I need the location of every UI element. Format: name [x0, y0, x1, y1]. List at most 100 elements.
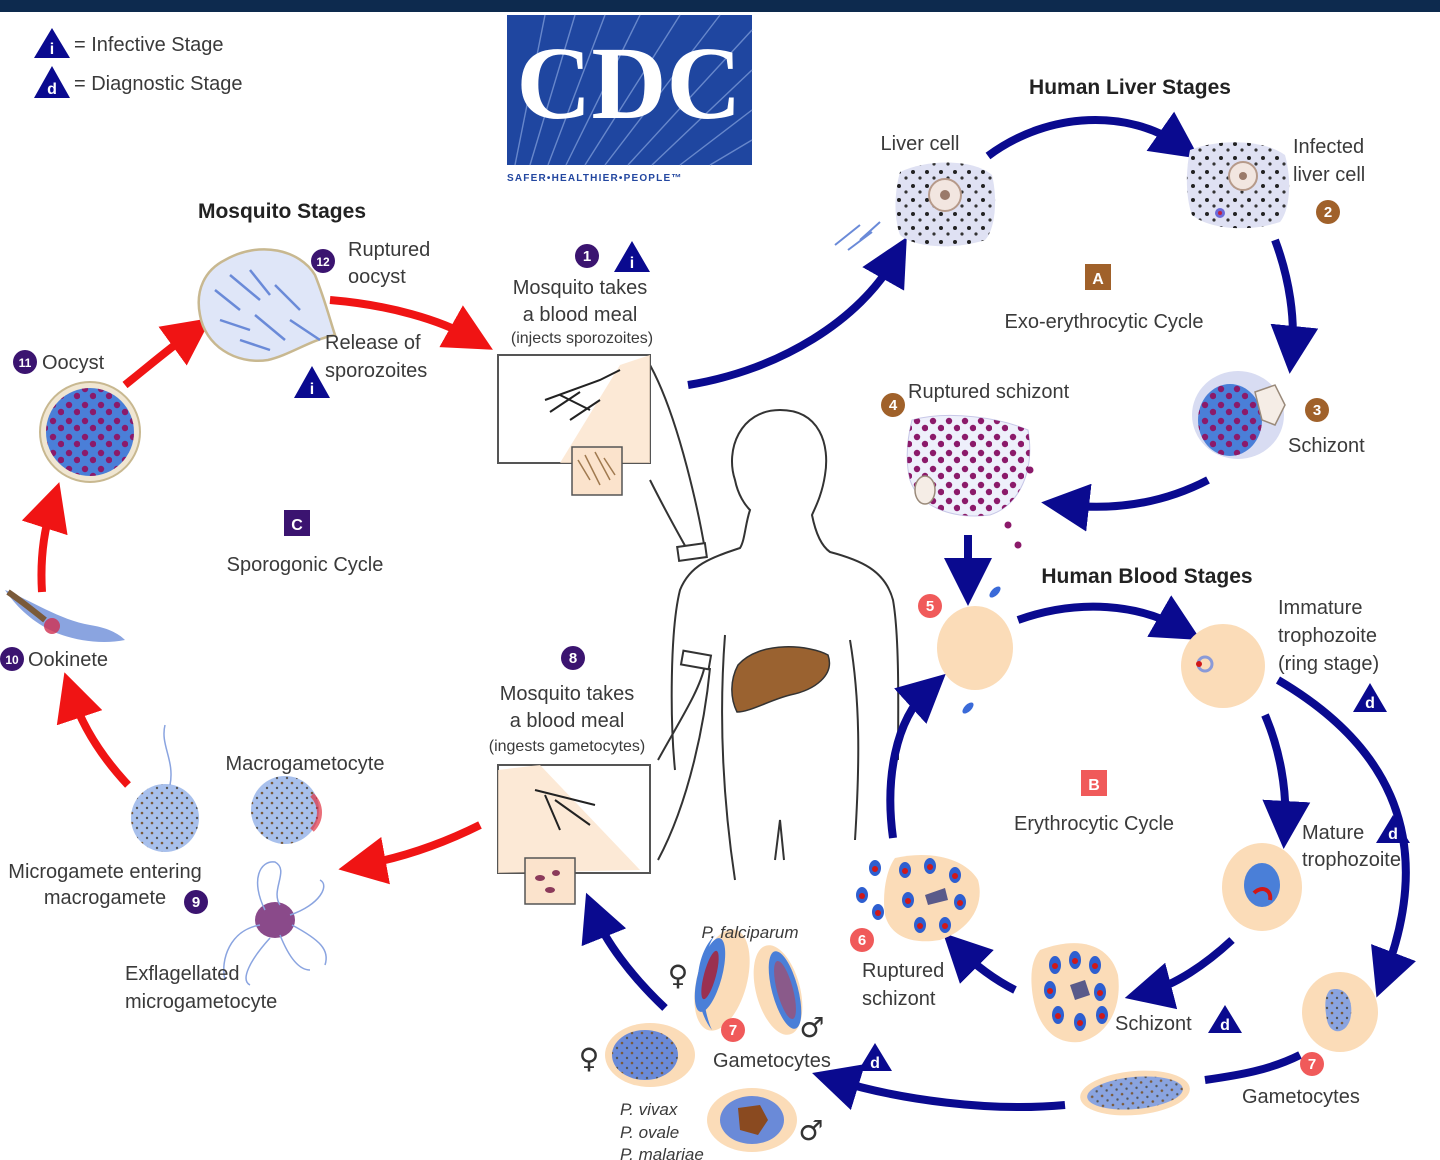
mosquito-icon	[534, 789, 596, 831]
legend-diagnostic: d = Diagnostic Stage	[34, 66, 242, 98]
release-label-line2: sporozoites	[325, 360, 427, 382]
svg-text:i: i	[630, 255, 634, 272]
arrow-ring-to-mature	[1261, 713, 1311, 849]
liver-stages-header: Human Liver Stages	[1029, 76, 1231, 99]
liver-cell	[834, 162, 996, 251]
arrow-mature-to-schizont	[1124, 937, 1235, 1010]
infective-triangle-icon	[34, 28, 70, 58]
diagnostic-symbol: d	[47, 81, 57, 98]
arrow-schizont-to-6	[943, 933, 1017, 994]
gametocyte-cell-right	[1302, 972, 1378, 1052]
svg-text:5: 5	[926, 598, 934, 615]
badge-11: 11	[13, 350, 37, 374]
blood-schizont-label: Schizont	[1115, 1013, 1192, 1035]
cycle-c-name: Sporogonic Cycle	[227, 554, 384, 576]
vivax-male-gametocyte	[707, 1088, 797, 1152]
svg-text:1: 1	[583, 248, 591, 265]
male-symbol-icon: ♂	[799, 1011, 824, 1044]
arrow-gametocytes-to-8	[581, 892, 668, 1011]
ring-label-line1: Immature	[1278, 597, 1362, 619]
arrow-10-to-11	[21, 482, 68, 593]
species-ovale: P. ovale	[620, 1123, 679, 1142]
badge-3: 3	[1305, 398, 1329, 422]
legend-infective: i = Infective Stage	[34, 28, 224, 58]
blood-stages-header: Human Blood Stages	[1041, 565, 1252, 588]
arrow-1-to-liver-cell	[687, 237, 907, 389]
svg-text:d: d	[1388, 826, 1398, 843]
falciparum-label: P. falciparum	[701, 923, 798, 942]
badge-12: 12	[311, 249, 335, 273]
arrow-8-to-9	[338, 821, 482, 885]
infective-legend-label: = Infective Stage	[74, 34, 224, 56]
ring-stage-trophozoite	[1181, 624, 1265, 708]
cycle-a-name: Exo-erythrocytic Cycle	[1005, 311, 1204, 333]
cycle-b-letter: B	[1088, 777, 1100, 794]
exflagellated-microgametocyte	[223, 861, 327, 986]
svg-text:12: 12	[316, 255, 330, 269]
cycle-b-name: Erythrocytic Cycle	[1014, 813, 1174, 835]
ruptured-oocyst	[197, 248, 337, 363]
ring-label-line2: trophozoite	[1278, 625, 1377, 647]
svg-text:d: d	[1220, 1017, 1230, 1034]
badge-4: 4	[881, 393, 905, 417]
arrow-3-to-4	[1041, 476, 1210, 532]
cycle-b-badge	[1081, 770, 1107, 796]
falciparum-female-gametocyte	[694, 929, 750, 1031]
bite-site-lower	[679, 649, 713, 671]
stage-1-label-line1: Mosquito takes	[513, 277, 648, 299]
cdc-tagline: SAFER•HEALTHIER•PEOPLE™	[507, 173, 683, 184]
stage-6-label-line2: schizont	[862, 988, 936, 1010]
ookinete	[5, 589, 125, 642]
cycle-a-badge	[1085, 264, 1111, 290]
ring-diagnostic-icon	[1353, 683, 1387, 712]
exflagellated-label-line2: microgametocyte	[125, 991, 277, 1013]
ring-label-line3: (ring stage)	[1278, 653, 1379, 675]
arrow-gametocyte-segment	[1204, 1051, 1302, 1084]
mature-label-line1: Mature	[1302, 822, 1364, 844]
stage-8-label-line3: (ingests gametocytes)	[489, 738, 646, 755]
species-malariae: P. malariae	[620, 1145, 704, 1160]
badge-7-center: 7	[721, 1018, 745, 1042]
badge-1: 1	[575, 244, 599, 268]
arrow-liver-cell-to-2	[985, 111, 1200, 160]
stage-1-label-line2: a blood meal	[523, 304, 638, 326]
svg-text:10: 10	[5, 653, 19, 667]
sporozoite-infective-icon	[294, 366, 330, 398]
female-symbol-icon: ♀	[668, 959, 689, 992]
vivax-female-gametocyte	[605, 1023, 695, 1087]
exflagellated-label-line1: Exflagellated	[125, 963, 240, 985]
svg-text:6: 6	[858, 932, 866, 949]
gametocytes-diagnostic-icon	[858, 1043, 892, 1071]
stage-10-label: Ookinete	[28, 649, 108, 671]
cycle-a-letter: A	[1092, 271, 1104, 288]
liver-cell-label: Liver cell	[881, 133, 960, 155]
microgamete-label-line1: Microgamete entering	[8, 861, 201, 883]
stage-7-center-label: Gametocytes	[713, 1050, 831, 1072]
arrow-5-to-ring	[1016, 595, 1201, 640]
legend: i = Infective Stage d = Diagnostic Stage	[34, 28, 242, 98]
stage-8-label-line1: Mosquito takes	[500, 683, 635, 705]
arrow-11-to-12	[122, 317, 212, 389]
falciparum-male-gametocyte	[753, 945, 803, 1035]
svg-text:11: 11	[19, 356, 32, 370]
macrogametocyte-label: Macrogametocyte	[226, 753, 385, 775]
cycle-c-badge	[284, 510, 310, 536]
female-symbol-icon-2: ♀	[579, 1042, 600, 1075]
human-cycle-arrows	[581, 111, 1416, 1112]
svg-text:3: 3	[1313, 402, 1321, 419]
red-blood-cell-5	[937, 586, 1013, 714]
ruptured-blood-schizont	[856, 854, 980, 942]
svg-text:i: i	[310, 381, 314, 398]
stage-6-label-line1: Ruptured	[862, 960, 944, 982]
stage-8-label-line2: a blood meal	[510, 710, 625, 732]
liver-schizont	[1192, 371, 1286, 459]
top-bar	[0, 0, 1440, 12]
arrow-9-to-10	[56, 672, 131, 788]
gametocyte-banana	[1080, 1070, 1190, 1116]
badge-9: 9	[184, 890, 208, 914]
stage-12-label-line1: Ruptured	[348, 239, 430, 261]
stage-2-label-line2: liver cell	[1293, 164, 1365, 186]
svg-text:8: 8	[569, 650, 577, 667]
badge-8: 8	[561, 646, 585, 670]
